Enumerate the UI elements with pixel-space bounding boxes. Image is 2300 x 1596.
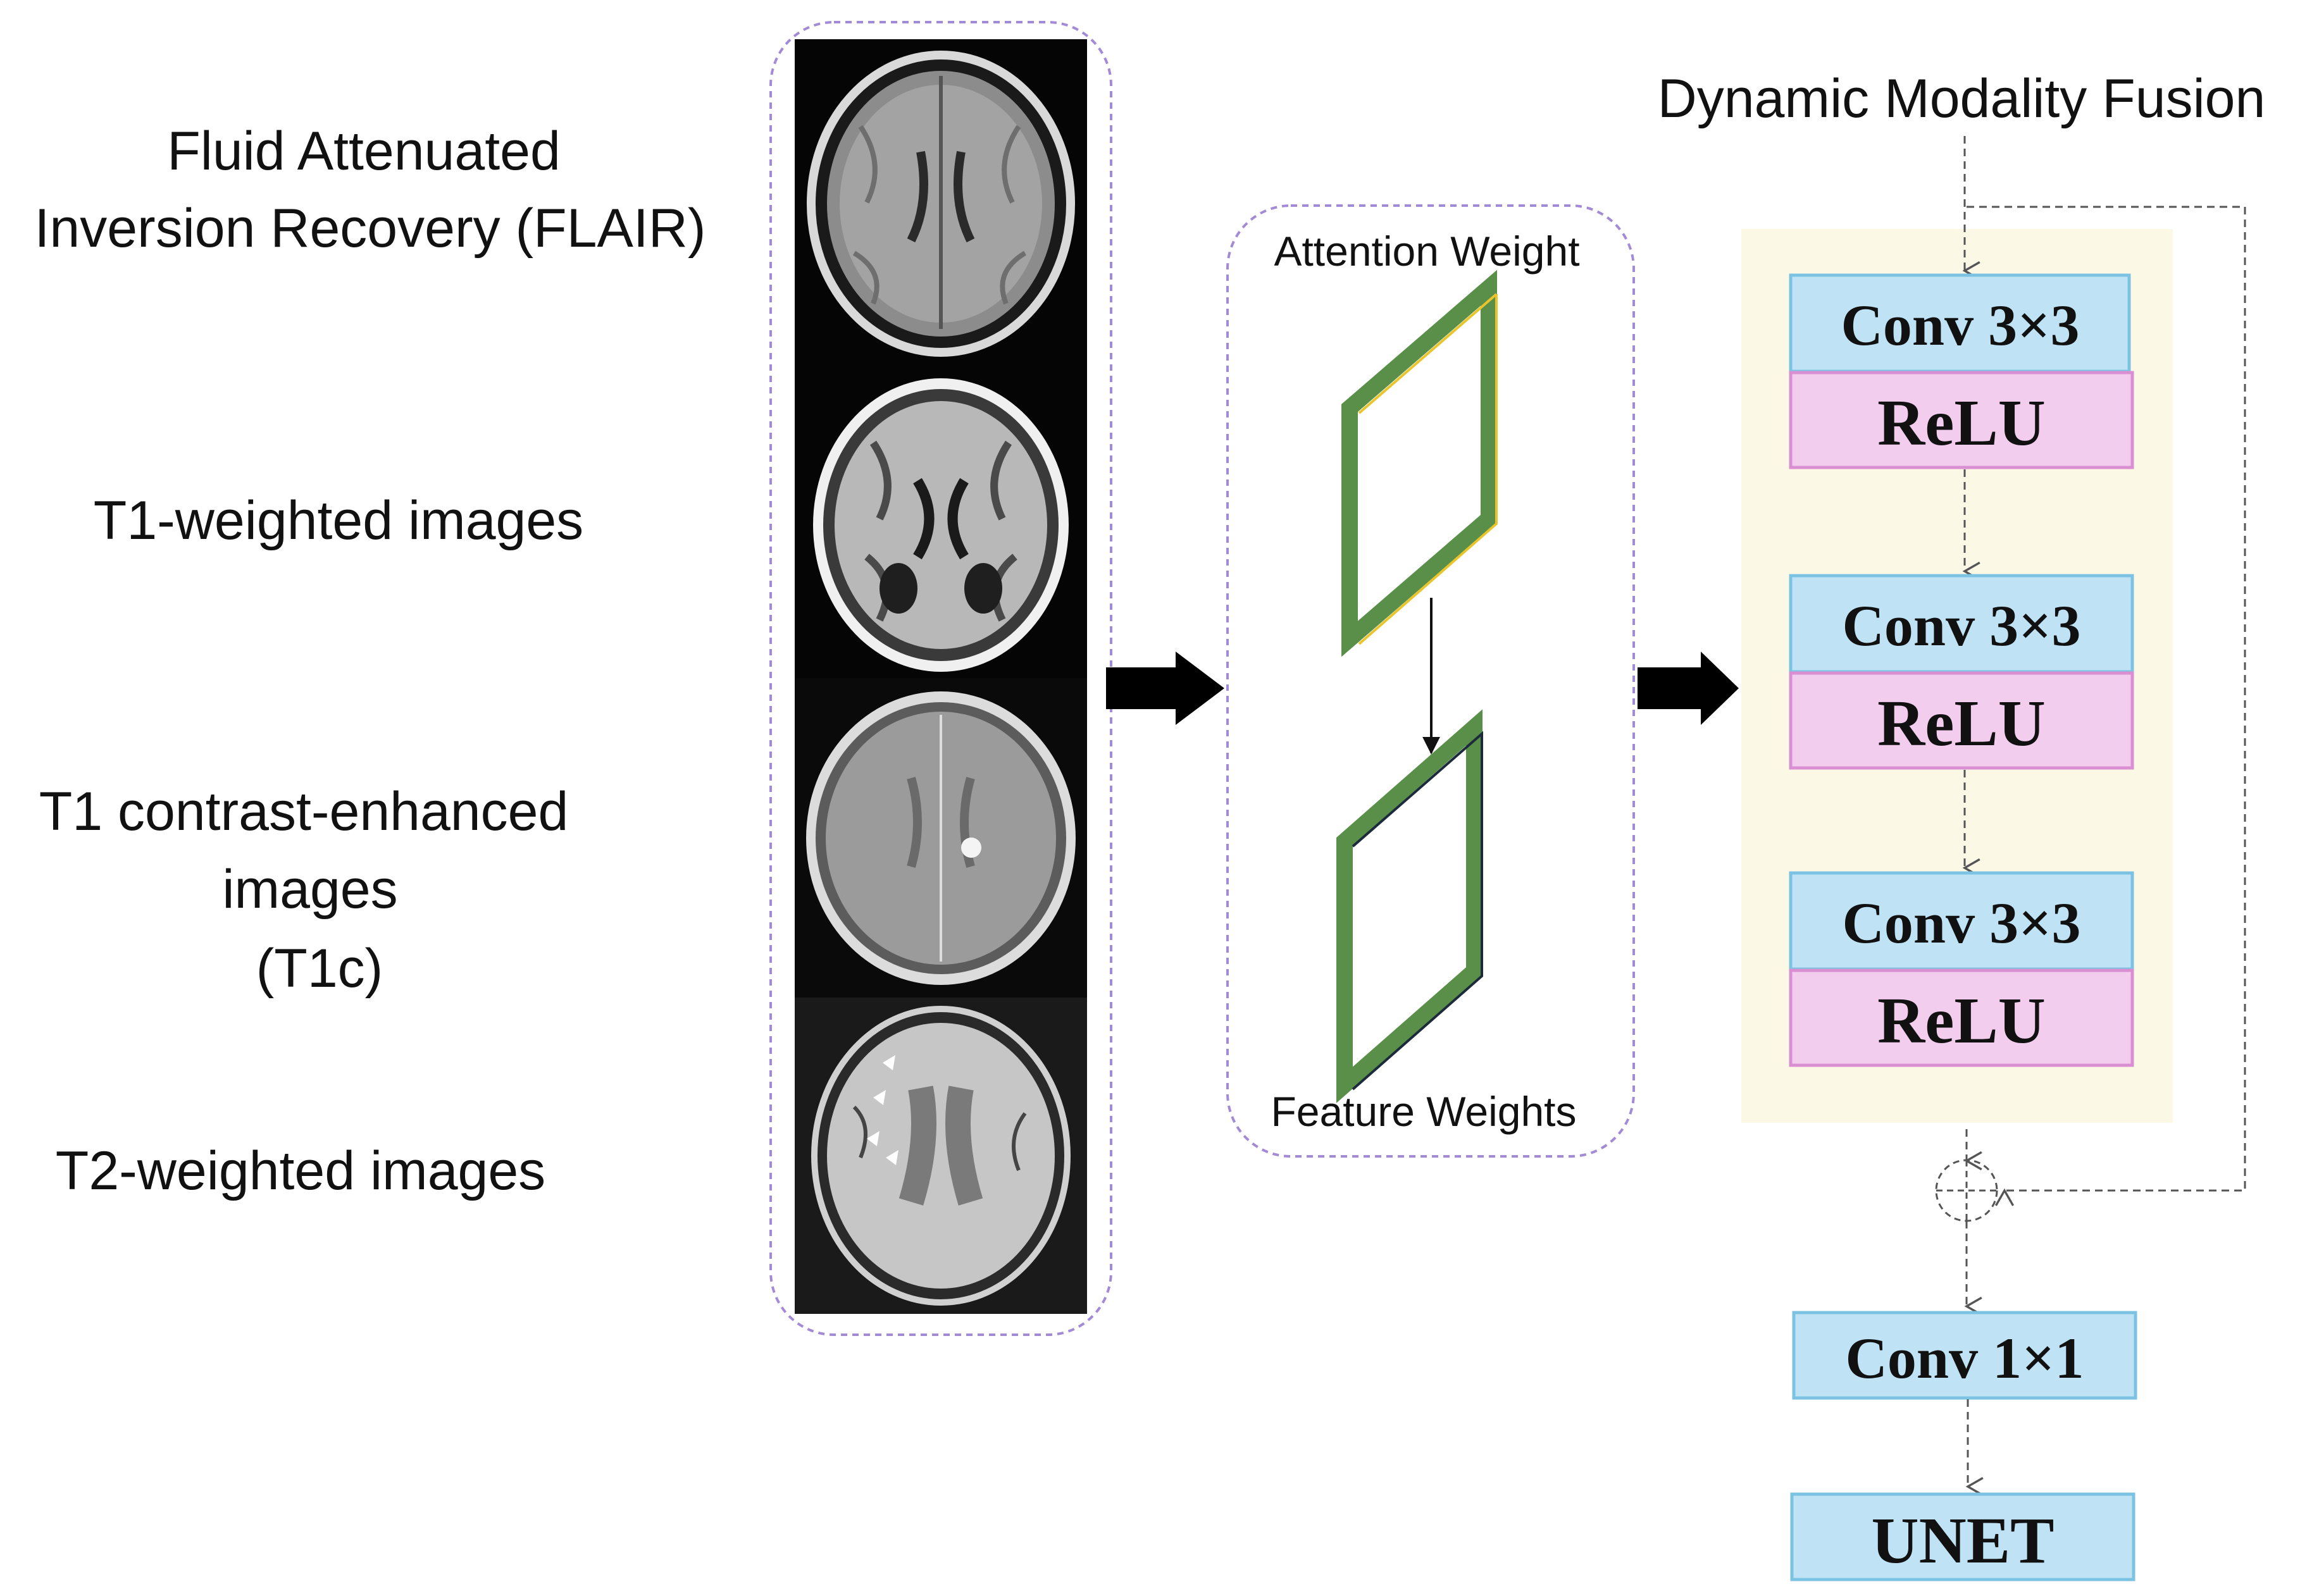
conv-relu-block-2: Conv 3×3 ReLU [1789, 574, 2134, 770]
modality-t2: T2-weighted images [56, 1141, 545, 1201]
mri-column-border [769, 21, 1112, 1336]
attention-weight-label: Attention Weight [1274, 228, 1579, 275]
relu-box [1789, 671, 2134, 770]
modality-t1c-line3: (T1c) [256, 938, 383, 999]
conv1x1-block: Conv 1×1 [1792, 1311, 2137, 1400]
mri-flair-image [795, 39, 1087, 368]
right-arrow-icon [1106, 652, 1224, 725]
modality-t1c-line2: images [222, 859, 397, 920]
fusion-section: Dynamic Modality Fusion Conv 3×3 ReLU Co… [1658, 68, 2266, 1581]
fusion-title: Dynamic Modality Fusion [1658, 68, 2266, 129]
modality-flair-line1: Fluid Attenuated [167, 121, 561, 182]
skip-connection [1967, 206, 2246, 1206]
relu-box [1789, 371, 2134, 469]
modality-t1c-line1: T1 contrast-enhanced [39, 781, 569, 842]
relu-label: ReLU [1877, 984, 2046, 1057]
conv1x1-box [1792, 1311, 2137, 1400]
conv-label: Conv 3×3 [1842, 891, 2080, 955]
modality-labels: Fluid Attenuated Inversion Recovery (FLA… [35, 121, 706, 1201]
unet-label: UNET [1872, 1504, 2054, 1577]
conv-box [1789, 574, 2134, 674]
conv-box [1789, 273, 2131, 373]
conv-relu-block-3: Conv 3×3 ReLU [1789, 871, 2134, 1067]
conv-label: Conv 3×3 [1842, 593, 2080, 658]
conv-label: Conv 3×3 [1841, 293, 2079, 357]
feature-weight-plane [1336, 709, 1483, 1103]
attention-weight-plane [1341, 269, 1498, 657]
plus-circle-icon [1935, 1159, 1998, 1222]
conv-relu-block-1: Conv 3×3 ReLU [1789, 273, 2134, 469]
mri-image-column [769, 21, 1112, 1336]
mri-t1-image [795, 368, 1087, 678]
right-arrow-icon [1638, 652, 1739, 725]
mri-t2-image [795, 998, 1087, 1314]
mri-t1c-image [795, 678, 1087, 998]
relu-label: ReLU [1877, 387, 2046, 459]
modality-flair-line2: Inversion Recovery (FLAIR) [35, 198, 706, 259]
feature-weights-label: Feature Weights [1271, 1088, 1576, 1135]
attention-panel: Attention Weight Feature Weights [1226, 204, 1635, 1158]
attention-panel-border [1226, 204, 1635, 1158]
unet-block: UNET [1790, 1492, 2135, 1581]
relu-label: ReLU [1877, 687, 2046, 760]
unet-box [1790, 1492, 2135, 1581]
conv1x1-label: Conv 1×1 [1845, 1326, 2084, 1390]
modality-t1: T1-weighted images [94, 490, 583, 551]
relu-box [1789, 968, 2134, 1067]
